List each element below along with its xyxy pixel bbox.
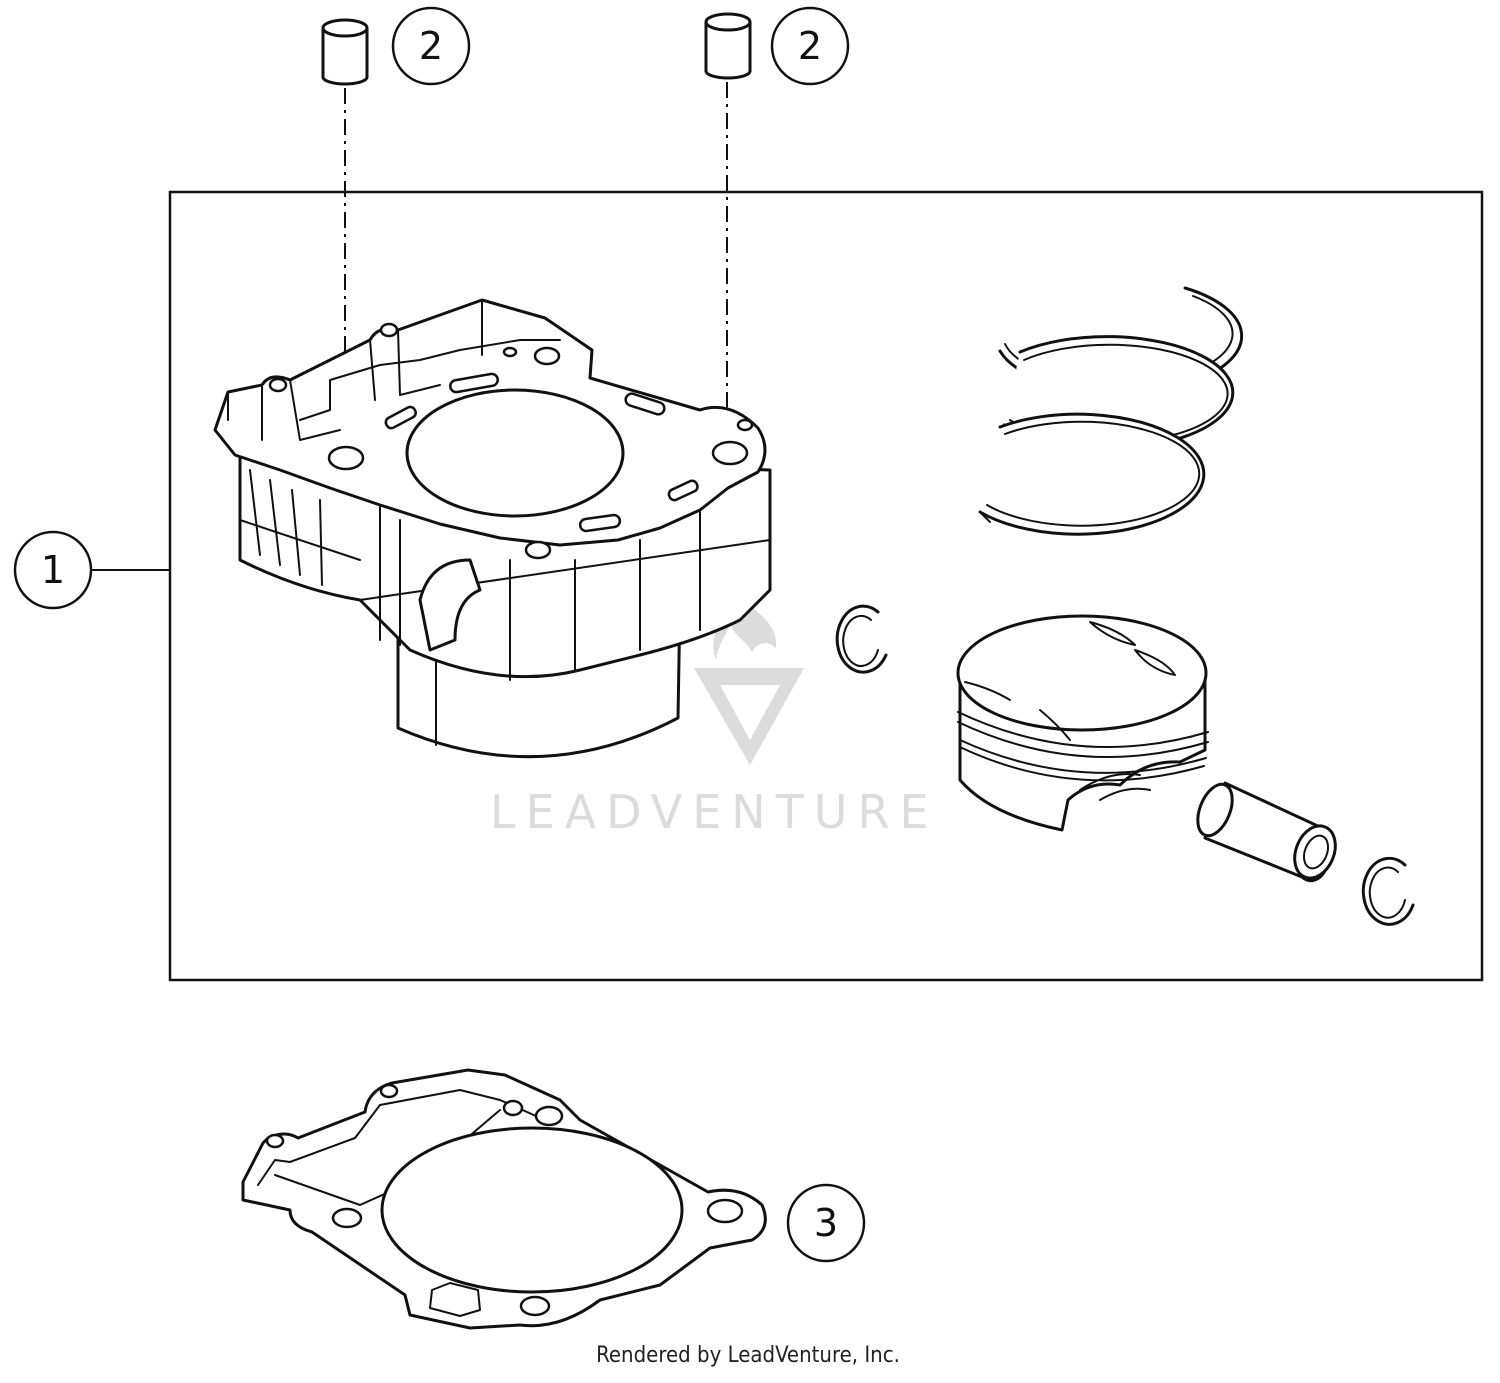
callout-3: 3 (786, 1183, 866, 1263)
callout-3-label: 3 (814, 1201, 838, 1245)
callout-2-left-label: 2 (419, 24, 443, 68)
piston-pin-circlip-left (835, 604, 888, 674)
oil-control-ring (978, 412, 1206, 536)
dowel-pin-left (321, 18, 369, 86)
dowel-pin-right (704, 12, 752, 80)
callout-2-right: 2 (770, 6, 850, 86)
kit-frame (168, 190, 1484, 982)
cylinder (213, 298, 772, 759)
callout-1: 1 (13, 530, 93, 610)
cylinder-base-gasket (241, 1068, 767, 1330)
callout-2-left: 2 (391, 6, 471, 86)
piston-pin-circlip-right (1361, 856, 1415, 926)
watermark-text: LEADVENTURE (490, 785, 939, 839)
leadventure-watermark: LEADVENTURE (490, 598, 939, 839)
callout-1-label: 1 (41, 548, 65, 592)
piston-pin (1196, 781, 1337, 883)
rendered-by-credit: Rendered by LeadVenture, Inc. (596, 1343, 900, 1368)
callout-2-right-label: 2 (798, 24, 822, 68)
piston (956, 614, 1209, 832)
